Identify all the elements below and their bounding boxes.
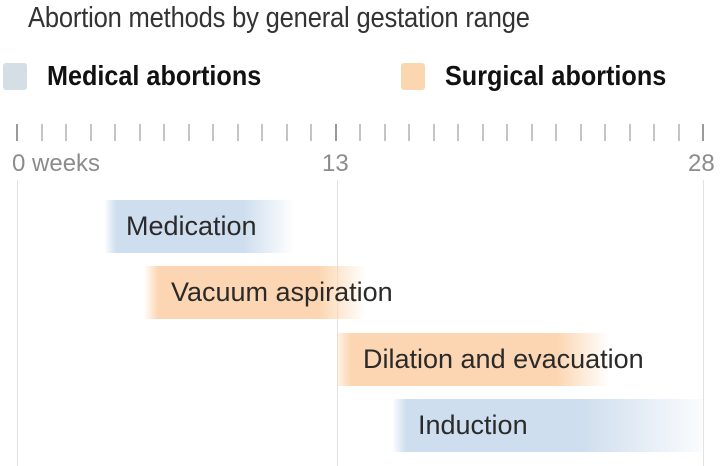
tick-week-4	[114, 124, 116, 141]
legend-label-medical: Medical abortions	[47, 60, 262, 91]
tick-week-12	[310, 124, 312, 141]
tick-week-2	[65, 124, 67, 141]
gridline-week-28	[703, 180, 704, 466]
bar-dilation-evacuation: Dilation and evacuation	[337, 333, 644, 386]
tick-label-0: 0 weeks	[12, 150, 101, 177]
tick-week-7	[187, 124, 190, 141]
tick-week-8	[212, 124, 214, 141]
legend-surgical: Surgical abortions	[401, 60, 691, 92]
tick-week-20	[506, 124, 508, 141]
tick-week-28	[702, 124, 704, 141]
tick-week-25	[628, 124, 631, 141]
tick-week-23	[579, 124, 582, 141]
bar-label-vacuum-aspiration: Vacuum aspiration	[171, 277, 393, 307]
tick-week-15	[383, 124, 386, 141]
bar-label-induction: Induction	[418, 410, 528, 440]
tick-week-26	[653, 124, 655, 141]
tick-week-1	[40, 124, 43, 141]
gridline-week-13	[337, 180, 338, 466]
tick-week-27	[677, 124, 680, 141]
bar-induction: Induction	[392, 399, 702, 452]
tick-week-21	[530, 124, 533, 141]
tick-week-5	[138, 124, 141, 141]
tick-week-3	[89, 124, 92, 141]
legend-medical: Medical abortions	[3, 60, 285, 92]
tick-week-22	[555, 124, 557, 141]
legend-swatch-medical	[3, 62, 27, 90]
tick-week-6	[163, 124, 165, 141]
legend-swatch-surgical	[401, 62, 425, 90]
bar-medication: Medication	[104, 200, 294, 253]
tick-week-24	[604, 124, 606, 141]
tick-label-13: 13	[322, 150, 349, 177]
x-axis: 0 weeks 13 28	[0, 120, 720, 180]
tick-week-14	[359, 124, 361, 141]
tick-label-28: 28	[688, 150, 715, 177]
bar-vacuum-aspiration: Vacuum aspiration	[144, 266, 393, 319]
tick-week-19	[481, 124, 484, 141]
tick-week-9	[236, 124, 239, 141]
tick-week-13	[334, 124, 337, 141]
gridline-week-0	[17, 180, 18, 466]
tick-week-10	[261, 124, 263, 141]
bar-label-medication: Medication	[126, 211, 257, 241]
legend-label-surgical: Surgical abortions	[445, 60, 667, 91]
tick-week-18	[457, 124, 459, 141]
tick-week-16	[408, 124, 410, 141]
tick-week-17	[432, 124, 435, 141]
tick-week-0	[16, 124, 18, 141]
tick-week-11	[285, 124, 288, 141]
bar-label-dilation-evacuation: Dilation and evacuation	[363, 344, 644, 374]
chart-title: Abortion methods by general gestation ra…	[28, 2, 530, 34]
